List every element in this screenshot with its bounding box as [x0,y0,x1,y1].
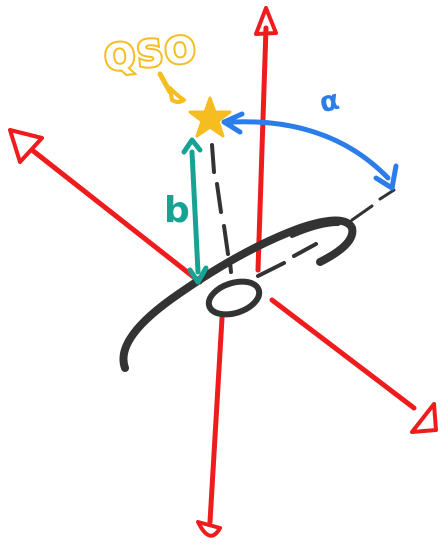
disk-back-edge [290,222,340,238]
distance-arrow [181,137,209,285]
disk-core [205,278,263,318]
axis-lower-right [269,297,417,411]
axis-down-arrowhead [196,520,222,538]
distance-arrow-head-bottom [187,265,209,285]
coordinate-axes [8,6,438,538]
axis-lower-right-arrowhead [410,402,438,434]
angle-label: α [317,83,343,119]
distance-arrow-head-top [181,137,203,155]
reference-dashed-line [350,188,396,222]
distance-label: b [164,190,190,231]
disk-outer-ring [119,216,357,372]
angle-arc-arrowhead-left [221,111,245,135]
distance-arrow-shaft [189,149,201,275]
qso-marker [157,71,232,138]
axis-up-arrowhead [254,6,278,36]
axis-down [207,315,225,525]
axis-up [255,25,269,273]
disk [119,216,357,372]
line-of-sight-dashed [210,143,233,274]
angle-arc-curve [229,119,391,181]
axis-upper-left-arrowhead [8,128,44,164]
qso-star-icon [188,96,232,138]
qso-label: QSO [103,29,200,80]
angle-arc-arrowhead-right [373,163,399,191]
angle-arc [221,111,399,191]
axis-upper-left [29,147,203,285]
